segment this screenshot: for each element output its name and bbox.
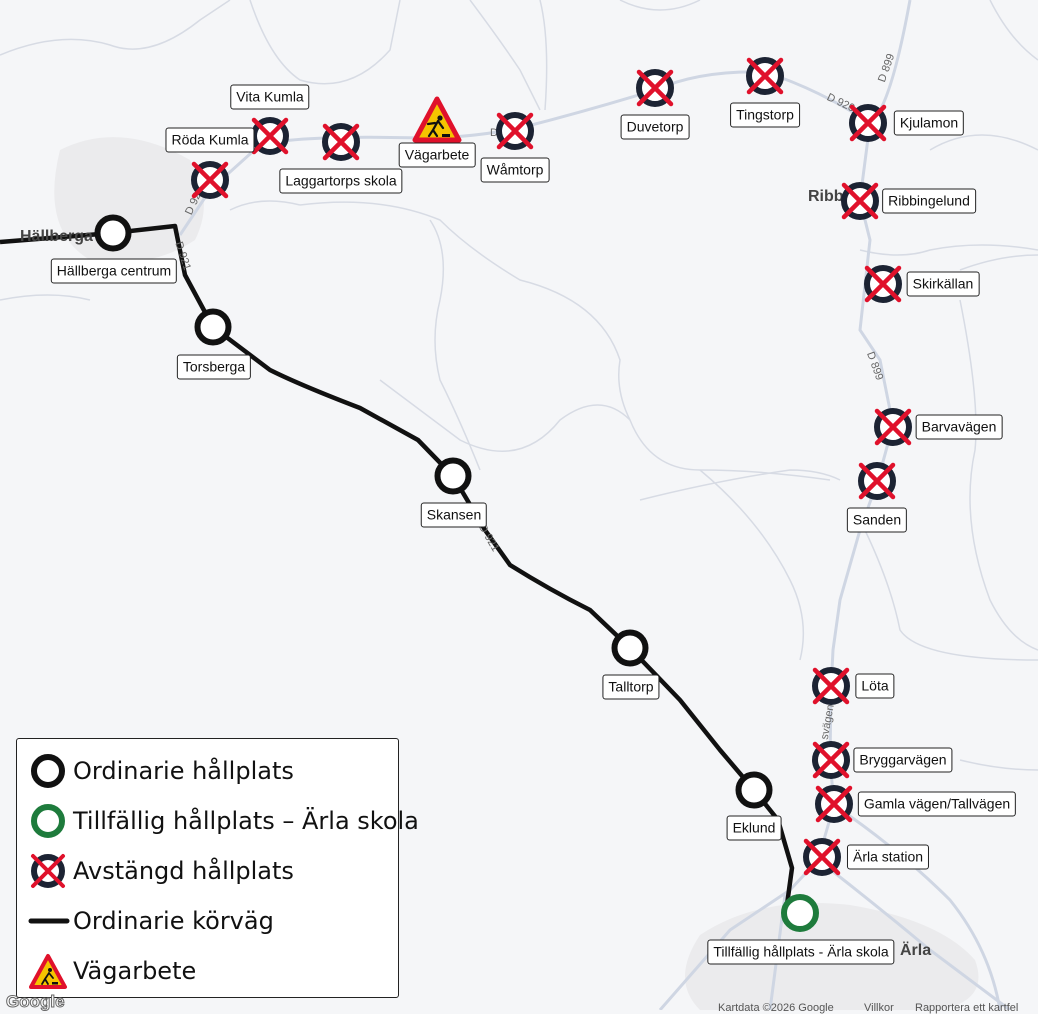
stop-label-vita-kumla: Vita Kumla: [230, 84, 310, 110]
place-label-ribbingelund-town: Ribb: [808, 188, 844, 205]
legend-row-ordinary-stop: Ordinarie hållplats: [27, 751, 294, 791]
stop-label-barvavagen: Barvavägen: [915, 414, 1003, 440]
stop-label-bryggarvagen: Bryggarvägen: [853, 747, 953, 773]
legend-row-closed-stop: Avstängd hållplats: [27, 851, 294, 891]
stop-label-sanden: Sanden: [846, 507, 908, 533]
map-legend: Ordinarie hållplats Tillfällig hållplats…: [16, 738, 419, 998]
stop-label-kjulamon: Kjulamon: [893, 110, 965, 136]
attribution-mapdata[interactable]: Kartdata ©2026 Google: [718, 1002, 834, 1014]
stop-label-hallberga-centrum: Hällberga centrum: [50, 258, 178, 284]
attribution-report[interactable]: Rapportera ett kartfel: [915, 1002, 1019, 1014]
legend-label-temporary-stop: Tillfällig hållplats – Ärla skola: [73, 807, 419, 835]
stop-label-skirkallan: Skirkällan: [906, 271, 980, 297]
stop-label-duvetorp: Duvetorp: [620, 114, 690, 140]
place-label-arla: Ärla: [900, 942, 932, 959]
stop-label-vagarbete: Vägarbete: [398, 142, 476, 168]
minor-roads: [0, 0, 1038, 771]
legend-label-closed-stop: Avstängd hållplats: [73, 857, 294, 885]
stop-label-wamtorp: Wåmtorp: [480, 157, 550, 183]
attribution-terms[interactable]: Villkor: [864, 1002, 894, 1014]
settlement-area-hallberga: [54, 137, 204, 263]
legend-label-ordinary-route: Ordinarie körväg: [73, 907, 274, 935]
stop-label-roda-kumla: Röda Kumla: [165, 127, 255, 153]
legend-row-ordinary-route: Ordinarie körväg: [27, 901, 274, 941]
stop-label-arla-station: Ärla station: [846, 844, 930, 870]
legend-label-ordinary-stop: Ordinarie hållplats: [73, 757, 294, 785]
place-label-hallberga: Hällberga: [20, 228, 93, 245]
green-ring-icon: [31, 804, 65, 838]
google-logo[interactable]: Google: [6, 992, 66, 1012]
stop-label-lota: Löta: [855, 673, 895, 699]
road-label-d920-mid: D: [490, 127, 498, 139]
legend-row-roadwork: Vägarbete: [27, 951, 196, 991]
stop-label-arla-skola: Tillfällig hållplats - Ärla skola: [707, 939, 895, 965]
roadwork-sign-icon: [29, 954, 67, 989]
crossed-ring-icon: [31, 854, 65, 888]
stop-label-laggartorps-skola: Laggartorps skola: [279, 168, 403, 194]
stop-label-eklund: Eklund: [726, 815, 782, 841]
route-line-icon: [28, 918, 70, 924]
stop-label-skansen: Skansen: [420, 502, 488, 528]
legend-row-temporary-stop: Tillfällig hållplats – Ärla skola: [27, 801, 419, 841]
stop-label-torsberga: Torsberga: [176, 354, 252, 380]
stop-label-talltorp: Talltorp: [602, 674, 660, 700]
stop-label-tingstorp: Tingstorp: [730, 102, 800, 128]
legend-label-roadwork: Vägarbete: [73, 957, 197, 985]
stop-label-gamla-vagen: Gamla vägen/Tallvägen: [857, 791, 1017, 817]
ring-icon: [31, 754, 65, 788]
stop-label-ribbingelund: Ribbingelund: [882, 188, 976, 214]
